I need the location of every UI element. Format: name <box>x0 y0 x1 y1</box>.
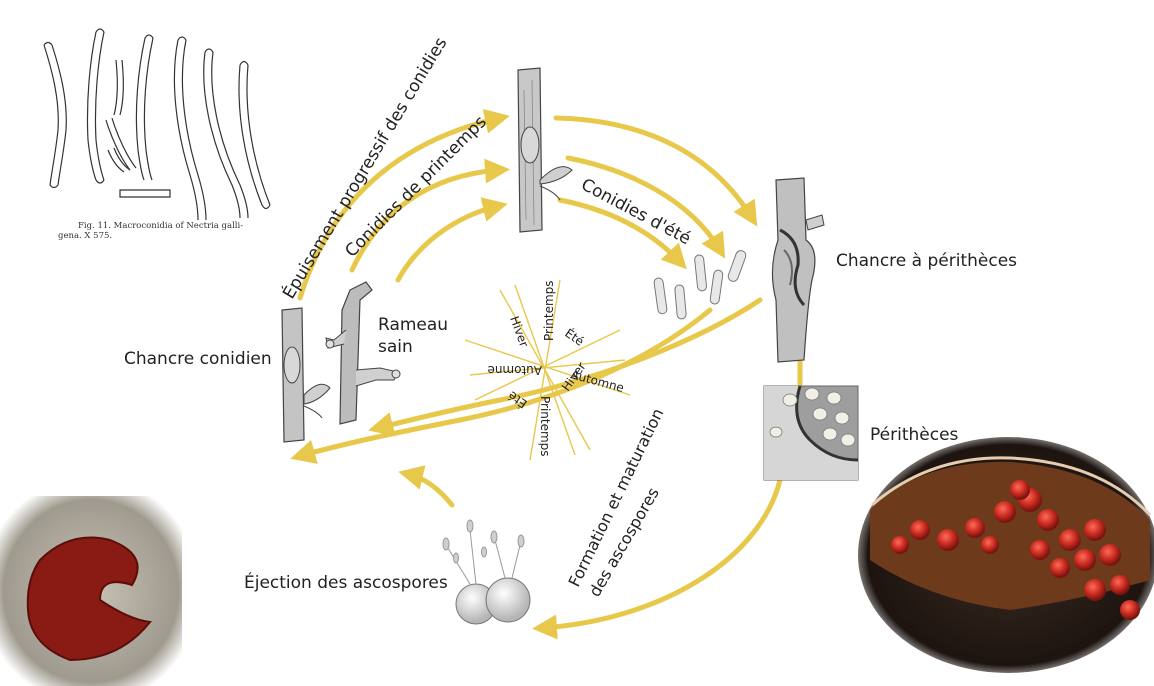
arrow-epuisement <box>297 109 510 301</box>
arrow-back-to-chancre <box>290 307 713 464</box>
chancre-conidien-illustration <box>281 307 331 443</box>
arrow-conidies-ete <box>565 155 726 259</box>
chancre-perithèces-illustration <box>771 177 825 363</box>
cycle-arrows <box>290 109 803 640</box>
arrow-formation <box>532 477 783 640</box>
label-rameau-line2: sain <box>378 337 413 357</box>
arrow-ejection-up <box>398 465 455 508</box>
canker-photo-left <box>0 496 182 686</box>
season-automne-left: Automne <box>487 363 542 377</box>
label-rameau-line1: Rameau <box>378 315 448 335</box>
arrow-rameau-to-stem <box>395 197 508 283</box>
season-printemps-top: Printemps <box>542 280 556 341</box>
top-stem-illustration <box>517 67 573 233</box>
label-ejection: Éjection des ascospores <box>244 571 448 593</box>
arrow-back-to-rameau <box>368 297 763 437</box>
season-ete-top: Été <box>562 325 587 349</box>
season-labels: Printemps Hiver Été Automne Automne Hive… <box>487 280 625 456</box>
perithecia-photo-right <box>858 437 1154 673</box>
label-chancre-perithèces: Chancre à périthèces <box>836 251 1017 271</box>
red-perithecia <box>891 480 1140 620</box>
ascospore-ejection-illustration <box>442 519 531 625</box>
figure-caption-line2: gena. X 575. <box>58 231 112 241</box>
season-printemps-bottom: Printemps <box>538 396 552 457</box>
summer-conidia <box>653 250 747 320</box>
arrow-ete-inner <box>557 197 687 270</box>
label-chancre-conidien: Chancre conidien <box>124 349 272 369</box>
rameau-sain-illustration <box>325 281 401 425</box>
macroconidia-drawing <box>43 28 271 221</box>
label-perithèces: Périthèces <box>870 425 959 445</box>
perithèces-inset <box>763 385 859 481</box>
label-conidies-ete: Conidies d'été <box>578 175 694 249</box>
arrow-conidies-printemps <box>349 158 510 273</box>
arrow-stem-to-chancre <box>553 115 758 227</box>
season-wheel <box>464 279 631 461</box>
figure-caption-line1: Fig. 11. Macroconidia of Nectria galli- <box>78 221 243 231</box>
